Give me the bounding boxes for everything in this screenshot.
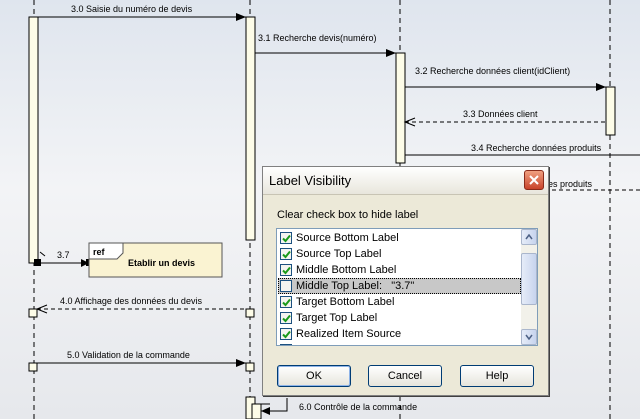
activation-bar-actor-3 [28, 362, 38, 372]
scroll-down-button[interactable] [521, 329, 537, 345]
message-label-3-1: 3.1 Recherche devis(numéro) [258, 33, 377, 43]
message-label-3-7: 3.7 [57, 250, 70, 260]
message-label-3-3: 3.3 Données client [463, 109, 538, 119]
cancel-button[interactable]: Cancel [368, 365, 442, 387]
label-list-item-text: Realized Item Source [296, 328, 402, 340]
checkbox-checked[interactable] [280, 248, 292, 260]
message-label-3-4: 3.4 Recherche données produits [471, 143, 602, 153]
close-button[interactable] [524, 170, 544, 190]
activation-bar-devis-2 [245, 308, 255, 318]
activation-bar-actor [28, 16, 39, 264]
label-list-item[interactable]: Source Bottom Label [278, 230, 521, 246]
label-list-item[interactable]: Realized Item Destination [278, 342, 521, 345]
activation-bar-client [605, 86, 616, 136]
label-list-item-text: Target Top Label [296, 312, 378, 324]
checkmark-icon [282, 314, 291, 323]
dialog-title: Label Visibility [269, 173, 352, 188]
checkbox-checked[interactable] [280, 296, 292, 308]
activation-bar-devis-5 [251, 403, 262, 419]
checkmark-icon [282, 234, 291, 243]
activation-bar-ctrl [395, 52, 406, 164]
checkmark-icon [282, 330, 291, 339]
message-anchor [34, 259, 41, 266]
activation-bar-actor-2 [28, 308, 38, 318]
checkmark-icon [282, 298, 291, 307]
checkbox-unchecked[interactable] [280, 344, 292, 345]
label-list-item[interactable]: Source Top Label [278, 246, 521, 262]
chevron-down-icon [525, 334, 533, 340]
message-label-3-0: 3.0 Saisie du numéro de devis [71, 4, 193, 14]
help-button[interactable]: Help [460, 365, 534, 387]
message-label-3-2: 3.2 Recherche données client(idClient) [415, 66, 570, 76]
ref-frame-tag: ref [93, 247, 106, 257]
scroll-up-button[interactable] [521, 229, 537, 245]
checkmark-icon [282, 266, 291, 275]
label-list-item-text: Realized Item Destination [296, 344, 421, 345]
label-list-item[interactable]: Realized Item Source [278, 326, 521, 342]
checkbox-checked[interactable] [280, 232, 292, 244]
checkbox-checked[interactable] [280, 264, 292, 276]
label-list-item[interactable]: Target Top Label [278, 310, 521, 326]
dialog-title-bar[interactable]: Label Visibility [263, 167, 548, 195]
message-label-6-0: 6.0 Contrôle de la commande [299, 402, 417, 412]
checkbox-checked[interactable] [280, 312, 292, 324]
list-scrollbar[interactable] [521, 229, 537, 345]
label-list-item-text: Target Bottom Label [296, 296, 395, 308]
label-list-item-text: Middle Bottom Label [296, 264, 397, 276]
message-label-3-5: es produits [548, 179, 593, 189]
label-visibility-dialog: Label Visibility Clear check box to hide… [262, 166, 549, 396]
close-icon [529, 175, 539, 185]
message-label-5-0: 5.0 Validation de la commande [67, 350, 190, 360]
dialog-instruction: Clear check box to hide label [277, 209, 419, 221]
checkbox-checked[interactable] [280, 328, 292, 340]
ref-frame-label: Etablir un devis [128, 258, 195, 268]
checkbox-unchecked[interactable] [280, 280, 292, 292]
activation-bar-devis-3 [245, 362, 255, 372]
scroll-thumb[interactable] [521, 253, 537, 305]
activation-bar-devis [245, 16, 256, 241]
label-list-item-text: Source Bottom Label [296, 232, 399, 244]
label-list-item[interactable]: Target Bottom Label [278, 294, 521, 310]
checkmark-icon [282, 250, 291, 259]
message-label-4-0: 4.0 Affichage des données du devis [60, 296, 202, 306]
ok-button[interactable]: OK [277, 365, 351, 387]
chevron-up-icon [525, 234, 533, 240]
label-list-item-text: Source Top Label [296, 248, 382, 260]
label-list-item[interactable]: Middle Top Label: "3.7" [278, 278, 521, 294]
label-list-item-text: Middle Top Label: "3.7" [296, 280, 415, 292]
label-list-item[interactable]: Middle Bottom Label [278, 262, 521, 278]
